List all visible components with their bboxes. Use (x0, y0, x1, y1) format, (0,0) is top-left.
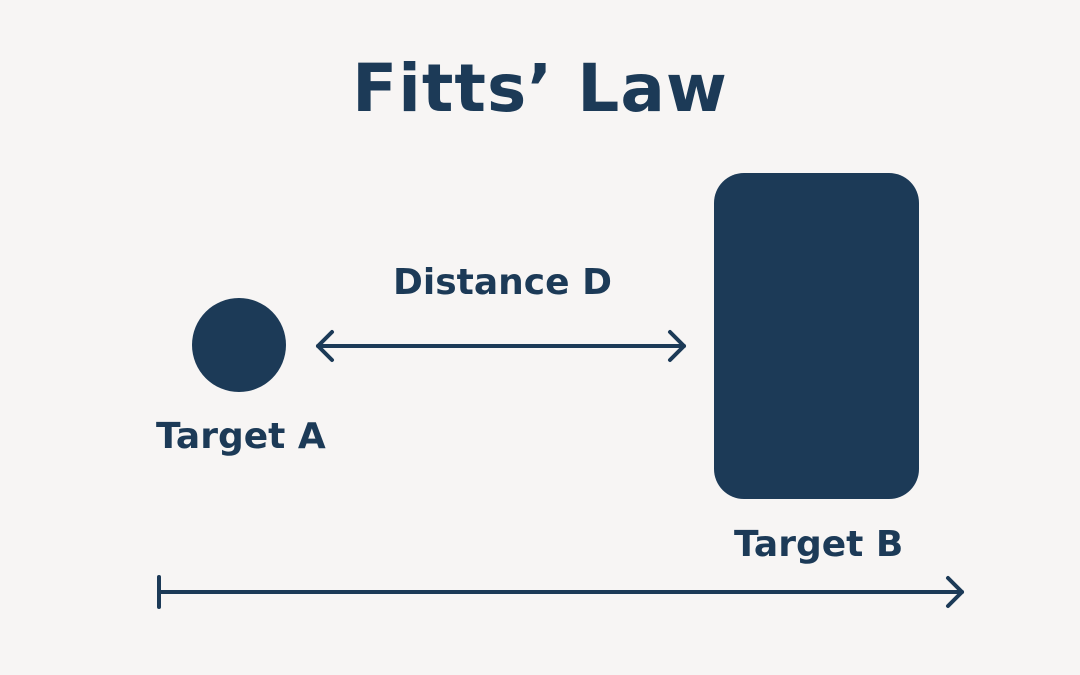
target-b-label: Target B (734, 524, 904, 565)
distance-arrow (316, 330, 686, 362)
target-b-rect (714, 173, 919, 499)
diagram-title: Fitts’ Law (352, 50, 728, 127)
target-a-label: Target A (156, 416, 326, 457)
bottom-axis-arrow (157, 575, 964, 609)
target-a-circle (192, 298, 286, 392)
distance-label: Distance D (393, 262, 612, 303)
